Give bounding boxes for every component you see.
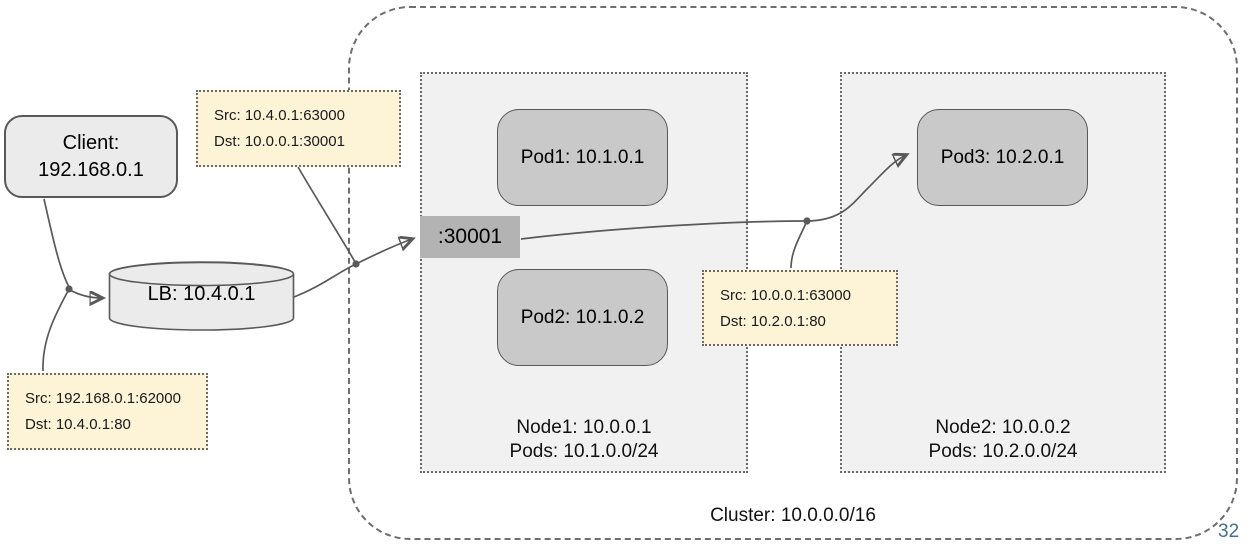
pod2-box: Pod2: 10.1.0.2 [497,269,668,366]
page-number: 32 [1218,521,1240,542]
load-balancer-label: LB: 10.4.0.1 [147,283,256,305]
pod2-label: Pod2: 10.1.0.2 [520,306,645,328]
connector-junction-to-note2 [42,290,69,372]
load-balancer-cylinder: LB: 10.4.0.1 [108,261,295,332]
pod3-box: Pod3: 10.2.0.1 [917,109,1088,206]
connector-note1-to-junction [297,166,356,263]
packet-note-lb-to-node: Src: 10.4.0.1:63000 Dst: 10.0.0.1:30001 [196,90,401,167]
node2-caption-line2: Pods: 10.2.0.0/24 [928,441,1078,462]
node1-caption-line1: Node1: 10.0.0.1 [516,417,652,438]
cylinder-shape [108,261,295,331]
note3-src: Src: 10.0.0.1:63000 [720,287,851,304]
junction-dot-lb-port [352,260,360,268]
connector-junction-to-lb [69,289,102,298]
junction-dot-client [65,285,73,293]
nodeport-badge: :30001 [420,216,520,258]
connector-lb-to-port [293,239,412,298]
packet-note-client-to-lb: Src: 192.168.0.1:62000 Dst: 10.4.0.1:80 [7,373,208,450]
note3-dst: Dst: 10.2.0.1:80 [720,313,826,330]
junction-dot-pod3 [803,217,811,225]
node2-caption: Node2: 10.0.0.2 Pods: 10.2.0.0/24 [842,416,1164,464]
pod1-label: Pod1: 10.1.0.1 [520,146,645,168]
note2-src: Src: 192.168.0.1:62000 [25,390,181,407]
nodeport-label: :30001 [437,225,503,248]
connector-junction-to-note3 [790,222,807,269]
client-label-line1: Client: [62,131,120,154]
client-label-line2: 192.168.0.1 [38,158,144,181]
node1-caption-line2: Pods: 10.1.0.0/24 [509,441,659,462]
cluster-label: Cluster: 10.0.0.0/16 [710,505,876,526]
note1-dst: Dst: 10.0.0.1:30001 [214,133,345,150]
client-box: Client: 192.168.0.1 [4,115,178,198]
pod3-label: Pod3: 10.2.0.1 [940,146,1065,168]
connector-client-to-junction [43,198,70,288]
node2-caption-line1: Node2: 10.0.0.2 [935,417,1071,438]
note1-src: Src: 10.4.0.1:63000 [214,107,345,124]
node1-caption: Node1: 10.0.0.1 Pods: 10.1.0.0/24 [422,416,746,464]
note2-dst: Dst: 10.4.0.1:80 [25,416,131,433]
pod1-box: Pod1: 10.1.0.1 [497,109,668,206]
packet-note-node-to-pod3: Src: 10.0.0.1:63000 Dst: 10.2.0.1:80 [702,270,898,346]
